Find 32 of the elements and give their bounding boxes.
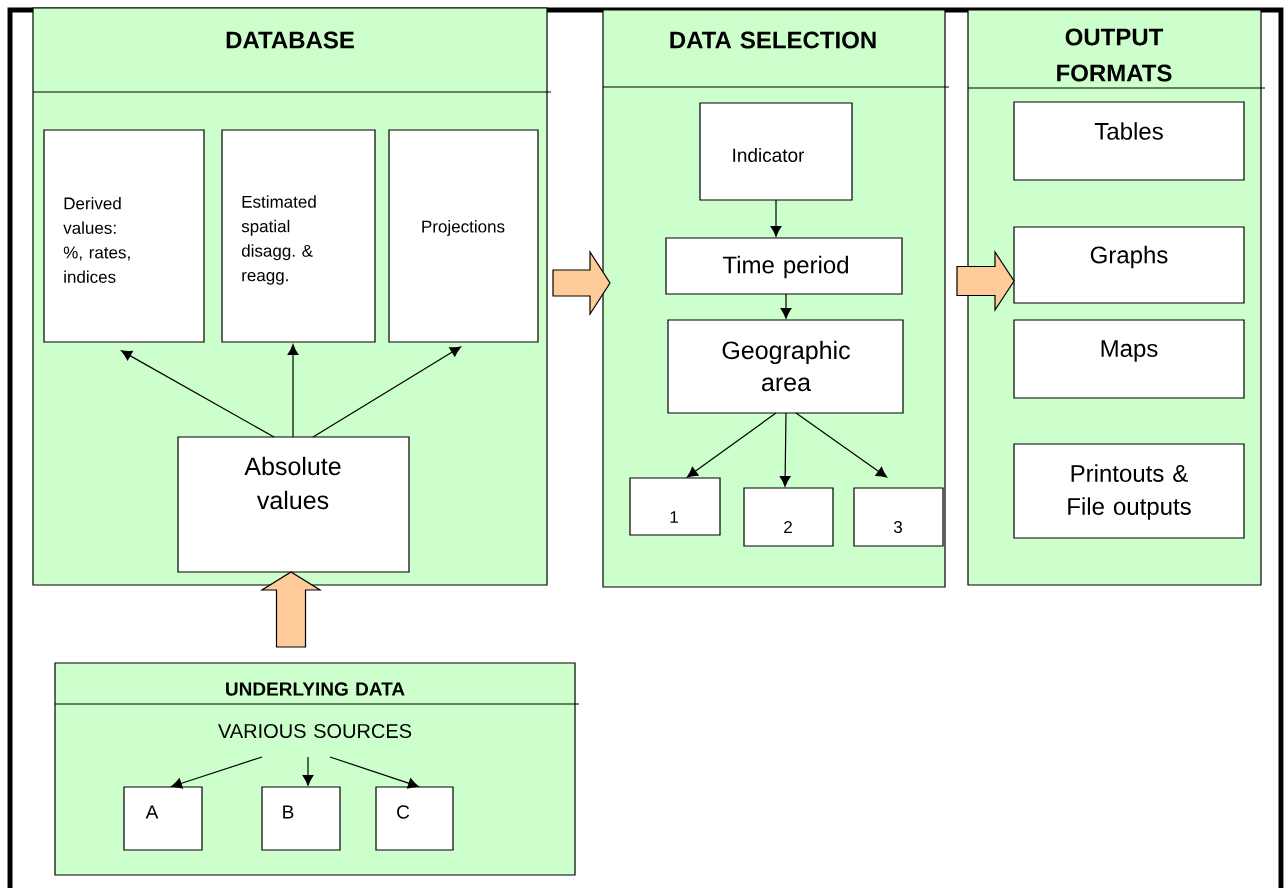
arrow [312,346,461,438]
process-box: 1 [629,477,721,536]
process-box: Graphs [1013,226,1245,304]
process-box: Derived values: %, rates, indices [43,129,205,343]
process-box: 3 [853,487,944,547]
process-box: Printouts & File outputs [1013,443,1245,539]
process-box: Maps [1013,319,1245,399]
process-box: A [123,786,203,851]
process-box: 2 [743,487,834,547]
block-arrow [956,250,1015,312]
arrow [795,412,888,478]
process-box: Time period [665,237,903,295]
source-label: VARIOUS SOURCES [218,723,412,739]
arrow [780,293,792,319]
process-box: C [375,786,454,851]
arrow [287,344,299,438]
arrow [171,756,263,789]
process-box: Geographic area [667,319,904,414]
process-box: Indicator [699,102,853,201]
process-box: Estimated spatial disagg. & reagg. [221,129,376,343]
block-arrow [259,571,323,648]
block-arrow [552,249,611,317]
arrow [770,199,782,237]
arrow [121,350,275,438]
arrow [302,756,314,786]
process-box: Tables [1013,101,1245,181]
arrow [686,412,777,478]
process-box: Absolute values [177,436,410,573]
arrow [329,756,419,789]
process-box: B [261,786,341,851]
process-box: Projections [388,129,539,343]
arrow [779,412,791,487]
